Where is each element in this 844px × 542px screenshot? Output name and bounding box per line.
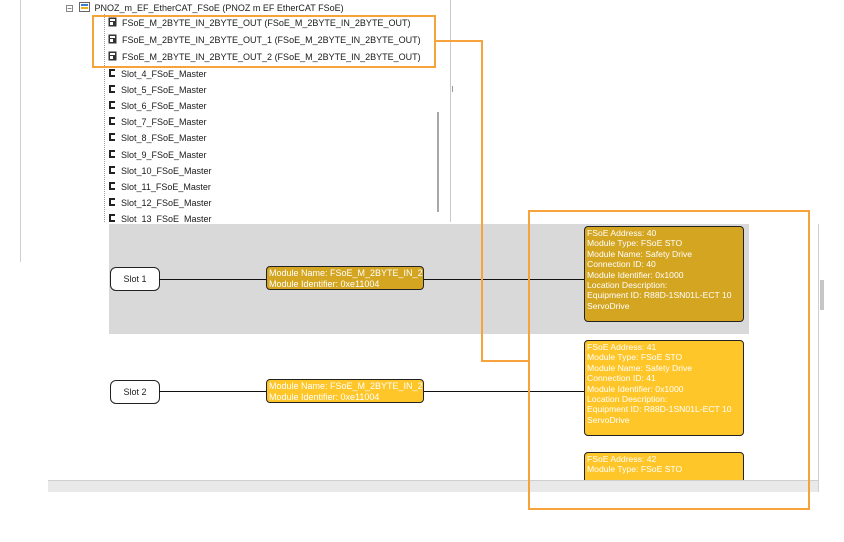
device-line: Module Name: Safety Drive — [587, 362, 693, 373]
device-line: ServoDrive — [587, 414, 630, 425]
tree-item-slot[interactable]: Slot_4_FSoE_Master — [108, 66, 207, 82]
tree-item-slot[interactable]: Slot_12_FSoE_Master — [108, 195, 212, 211]
tree-scroll-marker — [452, 86, 453, 92]
slot-node[interactable]: Slot 1 — [110, 267, 160, 291]
module-icon — [108, 50, 117, 66]
slot-icon — [108, 180, 116, 196]
tree-item-slot[interactable]: Slot_7_FSoE_Master — [108, 114, 207, 130]
device-line: Module Identifier: 0x1000 — [587, 383, 684, 394]
tree-item-slot[interactable]: Slot_6_FSoE_Master — [108, 98, 207, 114]
slot-icon — [108, 67, 116, 83]
slot-icon — [108, 131, 116, 147]
module-connector — [424, 391, 584, 392]
device-line: Connection ID: 41 — [587, 373, 656, 384]
slot-icon — [108, 148, 116, 164]
tree-item-label: Slot_9_FSoE_Master — [121, 150, 207, 160]
slot-connector — [159, 391, 266, 392]
horizontal-scrollbar[interactable] — [48, 480, 818, 492]
tree-item-root[interactable]: − PNOZ_m_EF_EtherCAT_FSoE (PNOZ m EF Eth… — [66, 0, 344, 16]
tree-item-label: PNOZ_m_EF_EtherCAT_FSoE (PNOZ m EF Ether… — [94, 3, 344, 13]
tree-item-slot[interactable]: Slot_9_FSoE_Master — [108, 147, 207, 163]
device-line: Module Name: Safety Drive — [587, 248, 693, 259]
project-tree[interactable]: − PNOZ_m_EF_EtherCAT_FSoE (PNOZ m EF Eth… — [50, 0, 450, 222]
device-line: Module Type: FSoE STO — [587, 464, 683, 475]
device-line: ServoDrive — [587, 300, 630, 311]
slot-icon — [108, 99, 116, 115]
device-line: Location Description: — [587, 394, 668, 405]
left-panel-edge — [20, 0, 21, 262]
slot-node[interactable]: Slot 2 — [110, 380, 160, 404]
device-line: FSoE Address: 41 — [587, 342, 657, 352]
tree-item-label: FSoE_M_2BYTE_IN_2BYTE_OUT_1 (FSoE_M_2BYT… — [122, 35, 421, 45]
device-line: FSoE Address: 40 — [587, 228, 657, 238]
tree-item-label: Slot_10_FSoE_Master — [121, 166, 212, 176]
tree-item-label: Slot_4_FSoE_Master — [121, 69, 207, 79]
tree-item-slot[interactable]: Slot_11_FSoE_Master — [108, 179, 211, 195]
device-line: Location Description: — [587, 280, 668, 291]
module-name-line: Module Name: FSoE_M_2BYTE_IN_2B — [269, 381, 424, 391]
tree-selection-highlight — [92, 15, 436, 68]
device-node[interactable]: FSoE Address: 41 Module Type: FSoE STO M… — [584, 340, 744, 436]
collapse-icon[interactable]: − — [66, 4, 73, 14]
tree-item-module[interactable]: FSoE_M_2BYTE_IN_2BYTE_OUT_2 (FSoE_M_2BYT… — [108, 49, 421, 65]
module-id-line: Module Identifier: 0xe11004 — [269, 392, 380, 402]
device-line: Equipment ID: R88D-1SN01L-ECT 10 — [587, 404, 732, 415]
device-node[interactable]: FSoE Address: 40 Module Type: FSoE STO M… — [584, 226, 744, 322]
slot-icon — [108, 212, 116, 222]
device-line: Module Identifier: 0x1000 — [587, 269, 684, 280]
slot-icon — [108, 83, 116, 99]
module-name-line: Module Name: FSoE_M_2BYTE_IN_2B — [269, 268, 424, 278]
highlight-link-horizontal — [481, 360, 529, 362]
tree-item-label: Slot_12_FSoE_Master — [121, 198, 212, 208]
safety-controller-icon — [78, 1, 90, 17]
tree-item-module[interactable]: FSoE_M_2BYTE_IN_2BYTE_OUT (FSoE_M_2BYTE_… — [108, 15, 410, 31]
diagram-right-border — [818, 224, 819, 492]
tree-item-label: Slot_6_FSoE_Master — [121, 101, 207, 111]
device-line: FSoE Address: 42 — [587, 454, 657, 464]
network-diagram[interactable]: Slot 1 Module Name: FSoE_M_2BYTE_IN_2B M… — [48, 224, 818, 492]
highlight-link-vertical — [481, 40, 483, 362]
device-selection-highlight — [528, 210, 810, 510]
tree-connector — [104, 14, 105, 222]
tree-item-label: Slot_13_FSoE_Master — [121, 214, 212, 222]
module-icon — [108, 16, 117, 32]
module-node[interactable]: Module Name: FSoE_M_2BYTE_IN_2B Module I… — [266, 266, 424, 290]
tree-item-label: Slot_8_FSoE_Master — [121, 133, 207, 143]
highlight-link-horizontal — [436, 40, 483, 42]
tree-item-label: Slot_7_FSoE_Master — [121, 117, 207, 127]
slot-icon — [108, 164, 116, 180]
slot-icon — [108, 196, 116, 212]
tree-item-label: FSoE_M_2BYTE_IN_2BYTE_OUT_2 (FSoE_M_2BYT… — [122, 52, 421, 62]
tree-item-slot[interactable]: Slot_5_FSoE_Master — [108, 82, 207, 98]
module-node[interactable]: Module Name: FSoE_M_2BYTE_IN_2B Module I… — [266, 379, 424, 403]
device-line: Connection ID: 40 — [587, 259, 656, 270]
vertical-scrollbar-thumb[interactable] — [820, 280, 824, 310]
tree-item-label: Slot_11_FSoE_Master — [121, 182, 211, 192]
tree-scrollbar-thumb[interactable] — [437, 112, 439, 212]
device-line: Equipment ID: R88D-1SN01L-ECT 10 — [587, 290, 732, 301]
device-line: Module Type: FSoE STO — [587, 238, 683, 249]
slot-connector — [159, 279, 266, 280]
tree-item-label: FSoE_M_2BYTE_IN_2BYTE_OUT (FSoE_M_2BYTE_… — [122, 18, 411, 28]
module-connector — [424, 279, 584, 280]
module-icon — [108, 33, 117, 49]
device-line: Module Type: FSoE STO — [587, 352, 683, 363]
tree-item-slot[interactable]: Slot_8_FSoE_Master — [108, 130, 207, 146]
module-id-line: Module Identifier: 0xe11004 — [269, 279, 380, 289]
tree-item-module[interactable]: FSoE_M_2BYTE_IN_2BYTE_OUT_1 (FSoE_M_2BYT… — [108, 32, 421, 48]
slot-icon — [108, 115, 116, 131]
tree-panel-border — [450, 0, 451, 222]
tree-item-slot[interactable]: Slot_10_FSoE_Master — [108, 163, 212, 179]
tree-item-label: Slot_5_FSoE_Master — [121, 85, 207, 95]
tree-item-slot[interactable]: Slot_13_FSoE_Master — [108, 211, 212, 222]
